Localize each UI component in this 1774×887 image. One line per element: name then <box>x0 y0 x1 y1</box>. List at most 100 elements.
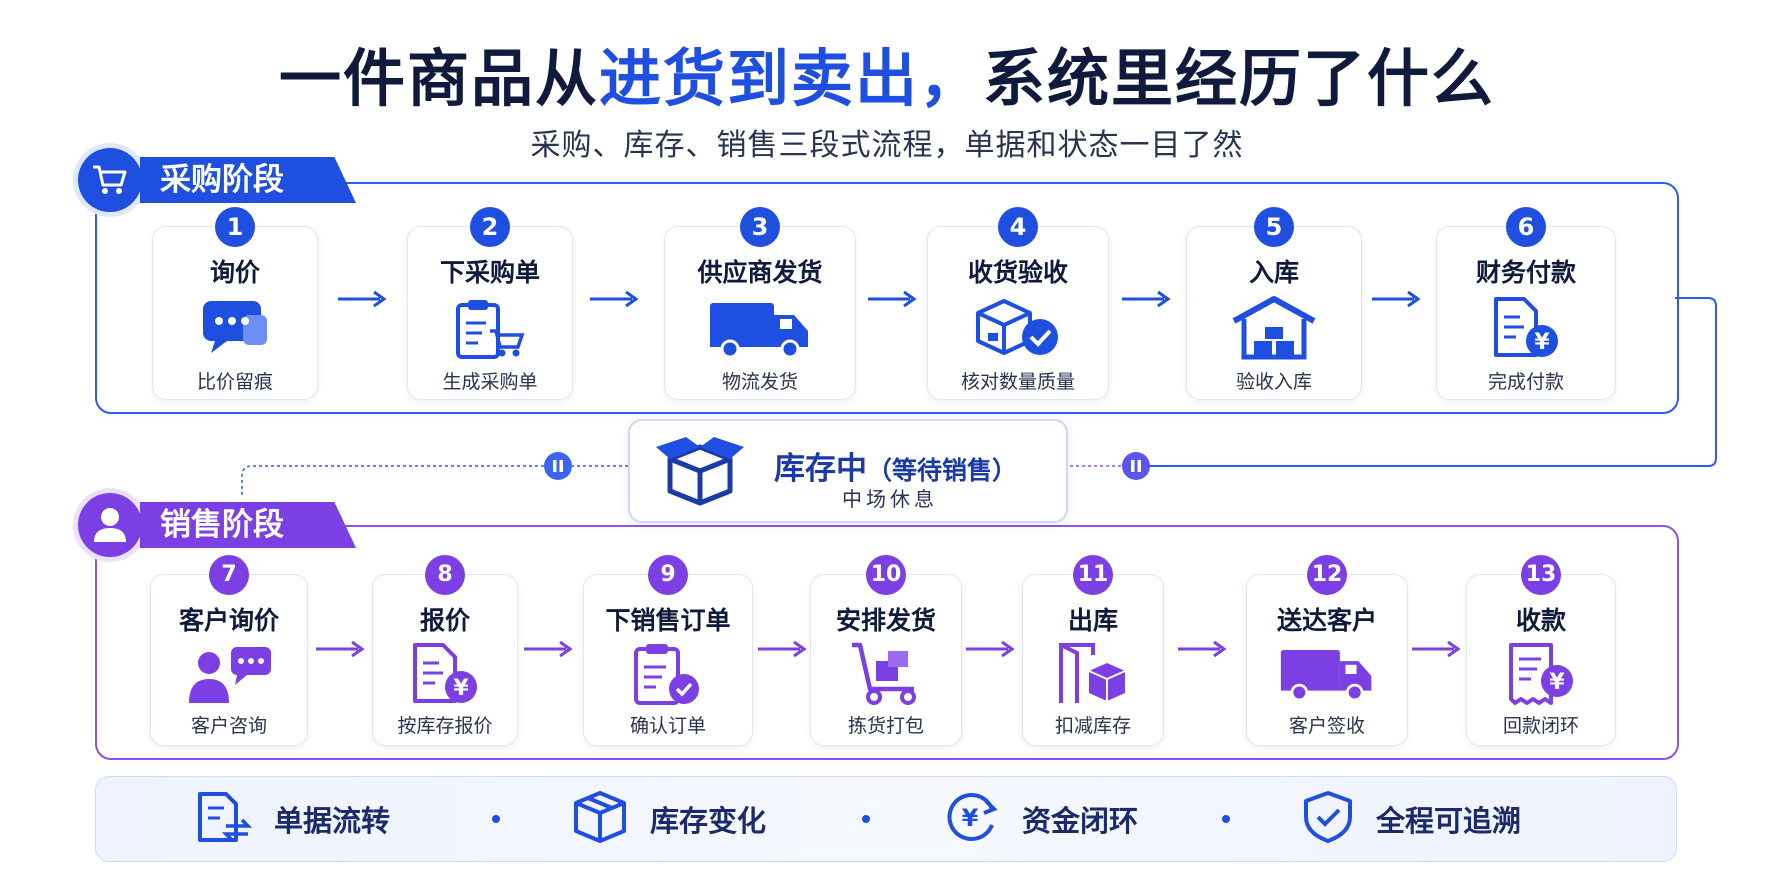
user-chat-icon <box>185 643 275 709</box>
sales-step-card: 13 收款 ¥ 回款闭环 <box>1466 555 1616 746</box>
title-highlight: 进货到卖出， <box>598 42 983 115</box>
step-title: 下销售订单 <box>605 606 731 635</box>
purchase-stage-label: 采购阶段 <box>140 157 356 203</box>
step-subtitle: 确认订单 <box>629 715 706 737</box>
arrow-right-icon <box>1122 290 1171 308</box>
inventory-left-dashed <box>241 465 628 495</box>
step-title: 报价 <box>419 606 470 635</box>
step-title: 收货验收 <box>967 258 1068 287</box>
step-subtitle: 生成采购单 <box>442 371 538 393</box>
step-title: 入库 <box>1248 258 1299 287</box>
inventory-title-note: （等待销售） <box>867 456 1018 485</box>
arrow-right-icon <box>758 640 807 658</box>
arrow-right-icon <box>1178 640 1227 658</box>
step-number-badge: 9 <box>648 555 688 595</box>
step-title: 出库 <box>1067 606 1118 635</box>
step-title: 询价 <box>209 258 260 287</box>
step-title: 供应商发货 <box>697 258 823 287</box>
open-box-icon <box>652 435 748 511</box>
sales-step-card: 7 客户询价 客户咨询 <box>150 555 308 746</box>
step-number-badge: 10 <box>866 555 906 595</box>
box-icon <box>572 789 628 849</box>
separator-dot <box>492 815 500 823</box>
step-subtitle: 按库存报价 <box>397 715 493 737</box>
warehouse-icon <box>1230 295 1318 365</box>
step-subtitle: 客户签收 <box>1288 715 1365 737</box>
purchase-step-card: 6 财务付款 ¥ 完成付款 <box>1436 207 1616 400</box>
arrow-right-icon <box>338 290 387 308</box>
truck-icon <box>708 299 812 363</box>
clipboard-check-icon <box>632 641 704 711</box>
step-number-badge: 11 <box>1073 555 1113 595</box>
pause-icon <box>1122 452 1150 480</box>
step-number-badge: 6 <box>1506 207 1546 247</box>
inventory-subtitle: 中场休息 <box>842 487 938 511</box>
step-subtitle: 拣货打包 <box>847 715 924 737</box>
step-subtitle: 完成付款 <box>1487 371 1564 393</box>
purchase-step-card: 4 收货验收 核对数量质量 <box>927 207 1109 400</box>
arrow-right-icon <box>590 290 639 308</box>
step-subtitle: 核对数量质量 <box>960 371 1075 393</box>
step-title: 安排发货 <box>835 606 936 635</box>
svg-text:¥: ¥ <box>1549 670 1565 695</box>
step-number-badge: 8 <box>425 555 465 595</box>
step-number-badge: 2 <box>470 207 510 247</box>
step-title: 送达客户 <box>1276 606 1377 635</box>
arrow-right-icon <box>316 640 365 658</box>
step-number-badge: 7 <box>209 555 249 595</box>
inventory-status-box: 库存中（等待销售） 中场休息 <box>628 419 1068 523</box>
purchase-stage-panel <box>95 182 1679 414</box>
sales-step-card: 8 报价 ¥ 按库存报价 <box>372 555 518 746</box>
step-title: 财务付款 <box>1475 258 1576 287</box>
yen-cycle-icon: ¥ <box>942 789 1000 849</box>
svg-text:¥: ¥ <box>1534 330 1550 355</box>
summary-label: 资金闭环 <box>1022 804 1139 838</box>
clipboard-cart-icon <box>454 297 526 365</box>
svg-text:¥: ¥ <box>962 804 979 832</box>
svg-text:¥: ¥ <box>453 676 469 701</box>
summary-item: 库存变化 <box>572 777 766 861</box>
document-transfer-icon <box>196 790 253 848</box>
title-part-2: 系统里经历了什么 <box>983 42 1496 115</box>
sales-step-card: 10 安排发货 拣货打包 <box>810 555 962 746</box>
step-title: 收款 <box>1515 606 1566 635</box>
arrow-right-icon <box>1372 290 1421 308</box>
step-number-badge: 4 <box>998 207 1038 247</box>
sales-stage-panel <box>95 525 1679 760</box>
step-subtitle: 物流发货 <box>721 371 798 393</box>
step-number-badge: 5 <box>1254 207 1294 247</box>
step-subtitle: 验收入库 <box>1235 371 1312 393</box>
summary-item: 全程可追溯 <box>1302 777 1521 861</box>
invoice-yen-icon: ¥ <box>1490 295 1562 365</box>
summary-label: 库存变化 <box>650 804 767 838</box>
sales-step-card: 9 下销售订单 确认订单 <box>583 555 753 746</box>
purchase-step-card: 5 入库 验收入库 <box>1186 207 1362 400</box>
summary-item: 单据流转 <box>196 777 390 861</box>
quote-yen-icon: ¥ <box>409 641 481 711</box>
shopping-cart-icon <box>78 148 142 212</box>
arrow-right-icon <box>966 640 1015 658</box>
shield-check-icon <box>1302 789 1354 849</box>
sales-stage-label: 销售阶段 <box>140 502 356 548</box>
summary-label: 单据流转 <box>274 804 391 838</box>
hand-truck-icon <box>848 641 924 709</box>
pause-icon <box>544 452 572 480</box>
summary-bar: 单据流转 库存变化 ¥ 资金闭环 全程可追溯 <box>95 776 1677 862</box>
separator-dot <box>1222 815 1230 823</box>
step-title: 下采购单 <box>439 258 540 287</box>
page-subtitle: 采购、库存、销售三段式流程，单据和状态一目了然 <box>530 128 1244 163</box>
arrow-right-icon <box>1412 640 1461 658</box>
page-title: 一件商品从进货到卖出，系统里经历了什么 <box>0 28 1774 118</box>
arrow-right-icon <box>868 290 917 308</box>
title-part-1: 一件商品从 <box>278 42 599 115</box>
inventory-title: 库存中（等待销售） <box>774 443 1017 488</box>
user-icon <box>78 493 142 557</box>
purchase-step-card: 2 下采购单 生成采购单 <box>407 207 573 400</box>
step-number-badge: 13 <box>1521 555 1561 595</box>
receipt-yen-icon: ¥ <box>1505 641 1577 711</box>
sales-step-card: 11 出库 扣减库存 <box>1022 555 1164 746</box>
summary-item: ¥ 资金闭环 <box>942 777 1138 861</box>
chat-bubble-icon <box>199 297 271 361</box>
step-number-badge: 1 <box>215 207 255 247</box>
